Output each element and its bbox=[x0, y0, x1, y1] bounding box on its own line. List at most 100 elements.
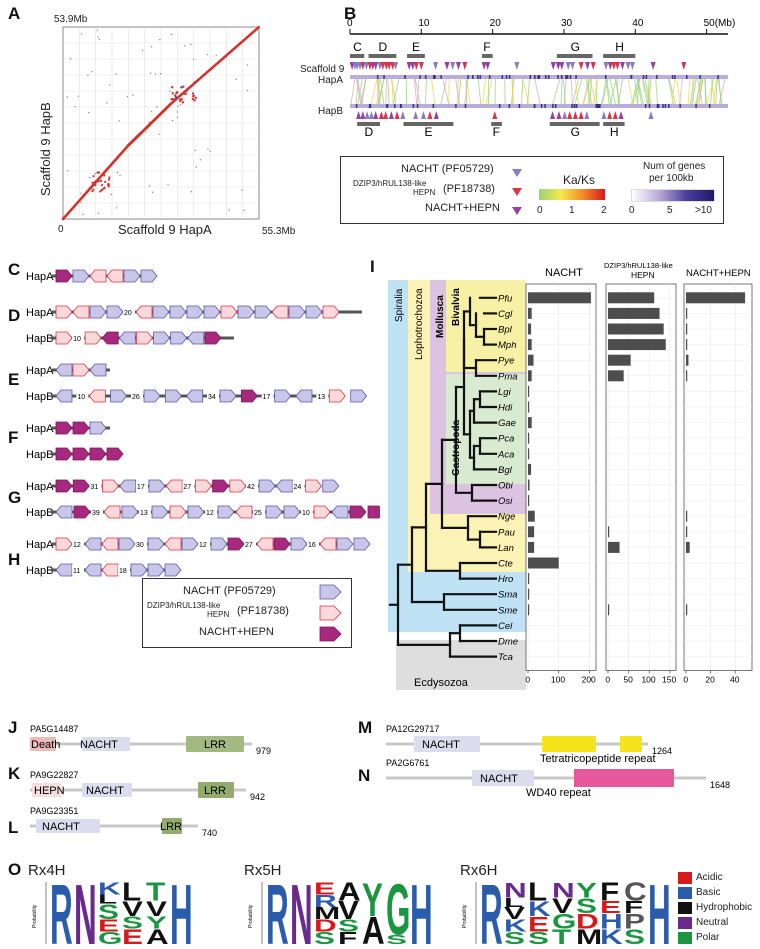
cluster-hap-label: HapB bbox=[26, 507, 54, 519]
gene-triangle-b bbox=[433, 111, 439, 119]
cluster-gene bbox=[349, 505, 367, 519]
cluster-gene bbox=[187, 331, 205, 345]
bar-axis-label: 40 bbox=[730, 674, 740, 684]
gap-count: 39 bbox=[92, 510, 100, 517]
gap-box bbox=[72, 333, 85, 343]
inversion-dot bbox=[99, 179, 103, 182]
noise-dot bbox=[144, 131, 147, 134]
gene-triangle bbox=[559, 62, 565, 70]
bar-cgl bbox=[608, 307, 660, 319]
cluster-gene bbox=[290, 537, 308, 551]
noise-dot bbox=[183, 45, 186, 47]
gap-count: 12 bbox=[206, 510, 214, 517]
kaks-tick-2: 2 bbox=[601, 205, 607, 216]
legend-acidic: Acidic bbox=[696, 872, 723, 883]
species-label-cgl: Cgl bbox=[498, 309, 513, 320]
cluster-gene bbox=[319, 537, 337, 551]
logo-letter: A bbox=[362, 910, 385, 948]
density-mark bbox=[717, 75, 719, 79]
species-label-nge: Nge bbox=[498, 512, 515, 523]
protein-id-k: PA9G22827 bbox=[30, 770, 78, 780]
noise-dot bbox=[169, 90, 171, 93]
cluster-gene bbox=[273, 537, 291, 551]
panel-label-d: D bbox=[8, 306, 21, 325]
inversion-dot bbox=[193, 99, 196, 102]
kaks-tick-1: 1 bbox=[569, 205, 575, 216]
logo-letter: S bbox=[624, 925, 645, 948]
logo-letter: N bbox=[552, 878, 575, 902]
density-mark bbox=[538, 75, 541, 79]
bar-cte bbox=[528, 557, 559, 569]
cluster-hap-label: HapA bbox=[26, 423, 54, 435]
cluster-gene bbox=[130, 563, 148, 577]
gene-triangle-b bbox=[364, 111, 370, 119]
bar-pma bbox=[686, 370, 688, 382]
synteny-link bbox=[637, 78, 644, 105]
noise-dot bbox=[176, 111, 178, 113]
gap-box bbox=[91, 507, 103, 517]
logo-letter: S bbox=[576, 894, 597, 918]
species-label-cte: Cte bbox=[498, 559, 513, 570]
noise-dot bbox=[66, 169, 69, 172]
bar-bpl bbox=[608, 323, 664, 335]
gene-triangle bbox=[485, 62, 491, 70]
domain-box-lrr bbox=[186, 736, 244, 752]
cluster-gene bbox=[152, 305, 170, 319]
bar-aca bbox=[528, 448, 530, 460]
gene-triangle bbox=[413, 62, 419, 70]
bar-lan bbox=[608, 541, 620, 553]
protein-length-l: 740 bbox=[202, 828, 217, 838]
cluster-gene bbox=[89, 447, 107, 461]
gene-triangle-b bbox=[556, 111, 562, 119]
synteny-link bbox=[691, 78, 697, 105]
bar-panel-frame bbox=[525, 283, 597, 671]
region-bar-bottom bbox=[491, 122, 502, 126]
region-bar-top bbox=[556, 54, 593, 58]
cluster-gene bbox=[288, 305, 306, 319]
domain-label-nacht: NACHT bbox=[422, 739, 460, 751]
cluster-gene bbox=[119, 479, 137, 493]
cluster-gene bbox=[181, 537, 199, 551]
synteny-link bbox=[440, 78, 447, 105]
logo-letter: R bbox=[314, 892, 337, 911]
density-mark bbox=[575, 104, 578, 108]
domain-label-nacht: NACHT bbox=[86, 785, 124, 797]
gap-count: 10 bbox=[73, 336, 81, 343]
region-label-bottom: H bbox=[610, 125, 619, 136]
gene-triangle bbox=[373, 62, 379, 70]
species-label-obi: Obi bbox=[498, 481, 514, 492]
synteny-link bbox=[552, 78, 561, 105]
cluster-gene bbox=[328, 389, 346, 403]
gene-triangle-b bbox=[373, 111, 379, 119]
cluster-gene bbox=[367, 505, 380, 519]
cluster-gene bbox=[110, 389, 128, 403]
logo-letter: A bbox=[146, 925, 169, 948]
cluster-gene bbox=[187, 505, 205, 519]
cluster-gene bbox=[101, 537, 119, 551]
species-label-bpl: Bpl bbox=[498, 325, 513, 336]
bar-mph bbox=[528, 339, 532, 351]
bar-pye bbox=[528, 354, 534, 366]
region-label-bottom: F bbox=[493, 125, 500, 136]
inversion-dot bbox=[91, 181, 94, 184]
cluster-gene bbox=[164, 389, 182, 403]
gap-box bbox=[198, 539, 210, 549]
bar-panel-title-2: HEPN bbox=[631, 270, 655, 280]
bar-panel-frame bbox=[683, 283, 753, 671]
cluster-gene bbox=[322, 305, 340, 319]
synteny-link bbox=[687, 78, 691, 105]
gene-triangle bbox=[603, 62, 609, 70]
synteny-link bbox=[588, 78, 593, 105]
cluster-gene bbox=[84, 331, 102, 345]
inversion-dot bbox=[92, 188, 95, 191]
gene-triangle bbox=[481, 62, 487, 70]
bar-panel-title: NACHT bbox=[545, 267, 583, 279]
row-label-hapa: HapA bbox=[318, 75, 344, 86]
logo-letter: E bbox=[314, 880, 335, 899]
cluster-gene bbox=[283, 505, 301, 519]
legend-polar-swatch bbox=[678, 932, 692, 944]
arrow-both-icon bbox=[319, 626, 342, 642]
inversion-dot bbox=[174, 98, 178, 101]
region-label-bottom: E bbox=[424, 125, 432, 136]
